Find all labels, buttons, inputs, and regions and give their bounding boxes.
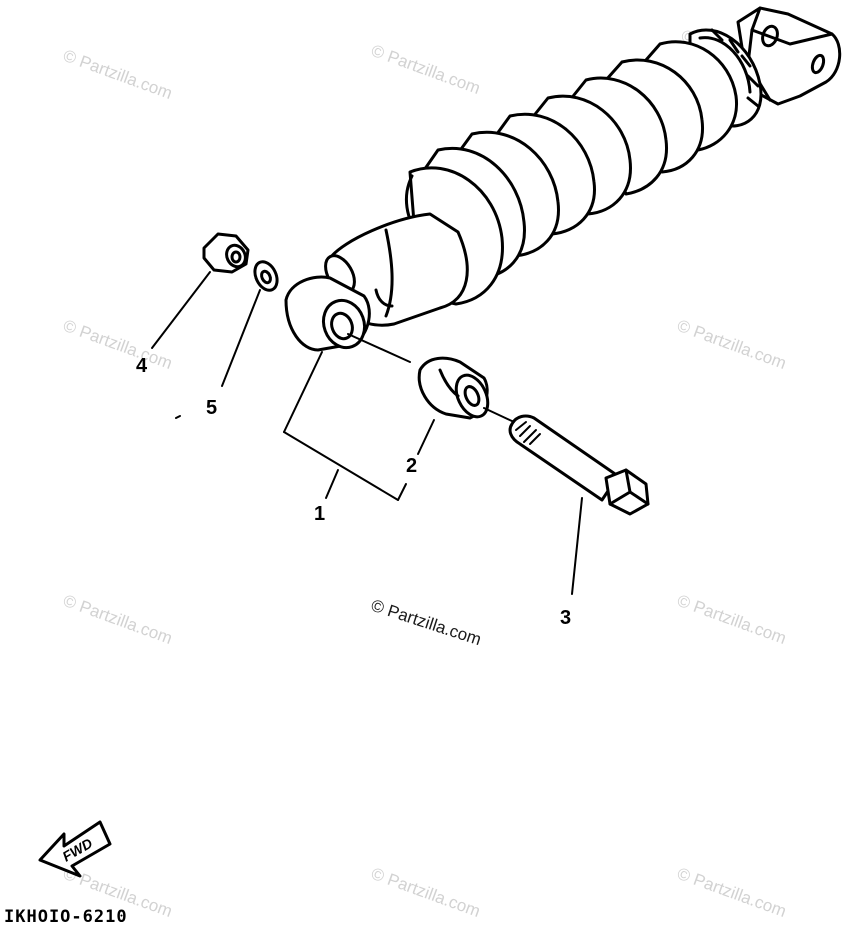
callout-part-4: 4 (136, 355, 148, 377)
callout-part-5: 5 (206, 397, 217, 419)
watermark: © Partzilla.com (369, 864, 483, 921)
forward-direction-arrow: FWD (38, 820, 112, 878)
watermark-center: © Partzilla.com (369, 596, 484, 649)
top-mount-bracket (736, 6, 842, 106)
washer (253, 260, 279, 292)
callout-part-1: 1 (314, 503, 325, 525)
callout-part-2: 2 (406, 455, 417, 477)
watermark: © Partzilla.com (61, 591, 175, 648)
callout-labels: 1 2 3 4 5 (136, 355, 571, 629)
bushing (417, 356, 490, 420)
rear-shock-absorber (284, 6, 842, 352)
watermark: © Partzilla.com (61, 46, 175, 103)
watermark: © Partzilla.com (675, 316, 789, 373)
lower-mount-eye (284, 275, 371, 352)
watermark: © Partzilla.com (675, 864, 789, 921)
leader-lines (151, 271, 583, 595)
nut (202, 232, 250, 274)
mounting-bolt (508, 414, 650, 516)
diagram-code: IKHOIO-6210 (4, 907, 128, 927)
watermark: © Partzilla.com (61, 316, 175, 373)
watermark: © Partzilla.com (675, 591, 789, 648)
watermark: © Partzilla.com (369, 41, 483, 98)
callout-part-3: 3 (560, 607, 571, 629)
